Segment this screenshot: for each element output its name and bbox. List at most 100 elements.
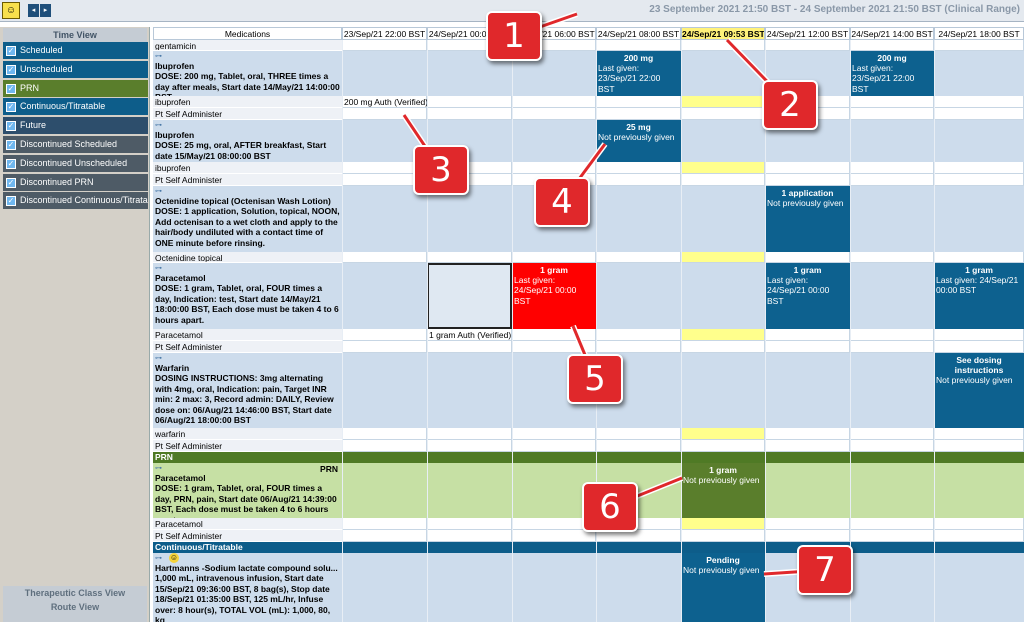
- grid-cell[interactable]: [850, 108, 934, 120]
- grid-cell[interactable]: [765, 530, 850, 542]
- med-sub-label[interactable]: ibuprofen: [153, 96, 342, 108]
- med-detail[interactable]: ⊶Octenidine topical (Octenisan Wash Loti…: [153, 186, 342, 252]
- checkbox-icon[interactable]: ✓: [6, 84, 16, 94]
- med-sub-label[interactable]: Paracetamol: [153, 518, 342, 530]
- grid-cell[interactable]: [512, 40, 596, 51]
- grid-cell[interactable]: [850, 174, 934, 186]
- sidebar-item-5[interactable]: ✓Future: [3, 117, 148, 134]
- sidebar-item-4[interactable]: ✓Continuous/Titratable: [3, 98, 148, 115]
- grid-cell[interactable]: [342, 530, 427, 542]
- column-header[interactable]: 24/Sep/21 18:00 BST: [934, 27, 1024, 40]
- grid-cell[interactable]: [765, 440, 850, 452]
- grid-cell[interactable]: [512, 440, 596, 452]
- sidebar-item-7[interactable]: ✓Discontinued Unscheduled: [3, 155, 148, 172]
- grid-cell[interactable]: [342, 96, 427, 108]
- grid-cell[interactable]: [342, 252, 427, 263]
- grid-cell[interactable]: [596, 96, 681, 108]
- grid-cell[interactable]: [681, 162, 765, 174]
- grid-cell[interactable]: [342, 341, 427, 353]
- grid-cell[interactable]: [934, 329, 1024, 341]
- grid-cell[interactable]: [512, 252, 596, 263]
- grid-cell[interactable]: [427, 252, 512, 263]
- grid-cell[interactable]: [765, 329, 850, 341]
- grid-cell[interactable]: [850, 40, 934, 51]
- grid-cell[interactable]: [765, 518, 850, 530]
- med-detail[interactable]: ⊶Hartmanns -Sodium lactate compound solu…: [153, 553, 342, 622]
- grid-cell[interactable]: [596, 162, 681, 174]
- sidebar-item-1[interactable]: ✓Scheduled: [3, 42, 148, 59]
- checkbox-icon[interactable]: ✓: [6, 140, 16, 150]
- grid-cell[interactable]: [681, 440, 765, 452]
- column-header[interactable]: 24/Sep/21 09:53 BST: [681, 27, 765, 40]
- self-admin-label[interactable]: Pt Self Administer: [153, 174, 342, 186]
- grid-cell[interactable]: [596, 530, 681, 542]
- med-sub-label[interactable]: warfarin: [153, 428, 342, 440]
- grid-cell[interactable]: [681, 518, 765, 530]
- sidebar-item-3[interactable]: ✓PRN: [3, 80, 148, 97]
- grid-cell[interactable]: [427, 428, 512, 440]
- next-range-button[interactable]: ▸: [40, 4, 51, 17]
- grid-cell[interactable]: [850, 252, 934, 263]
- grid-cell[interactable]: [765, 174, 850, 186]
- checkbox-icon[interactable]: ✓: [6, 102, 16, 112]
- grid-cell[interactable]: [934, 162, 1024, 174]
- grid-cell[interactable]: [850, 341, 934, 353]
- grid-cell[interactable]: [681, 341, 765, 353]
- sidebar-item-9[interactable]: ✓Discontinued Continuous/Titrata: [3, 192, 148, 209]
- grid-cell[interactable]: [850, 428, 934, 440]
- grid-cell[interactable]: [765, 162, 850, 174]
- grid-cell[interactable]: [681, 96, 765, 108]
- grid-cell[interactable]: [934, 174, 1024, 186]
- grid-cell[interactable]: [765, 40, 850, 51]
- grid-cell[interactable]: [934, 518, 1024, 530]
- grid-cell[interactable]: [681, 329, 765, 341]
- grid-cell[interactable]: [427, 329, 512, 341]
- grid-cell[interactable]: [934, 530, 1024, 542]
- column-header[interactable]: 23/Sep/21 22:00 BST: [342, 27, 427, 40]
- grid-cell[interactable]: [342, 40, 427, 51]
- grid-cell[interactable]: [934, 40, 1024, 51]
- grid-cell[interactable]: [681, 428, 765, 440]
- grid-cell[interactable]: [596, 440, 681, 452]
- grid-cell[interactable]: [427, 96, 512, 108]
- grid-cell[interactable]: [596, 252, 681, 263]
- grid-cell[interactable]: [681, 252, 765, 263]
- self-admin-label[interactable]: Pt Self Administer: [153, 440, 342, 452]
- grid-cell[interactable]: [596, 108, 681, 120]
- selected-cell[interactable]: [427, 263, 512, 329]
- checkbox-icon[interactable]: ✓: [6, 159, 16, 169]
- column-header[interactable]: 24/Sep/21 14:00 BST: [850, 27, 934, 40]
- grid-cell[interactable]: [596, 341, 681, 353]
- grid-cell[interactable]: [765, 252, 850, 263]
- prev-range-button[interactable]: ◂: [28, 4, 39, 17]
- checkbox-icon[interactable]: ✓: [6, 65, 16, 75]
- self-admin-label[interactable]: Pt Self Administer: [153, 108, 342, 120]
- grid-cell[interactable]: [934, 440, 1024, 452]
- continuous-section-header[interactable]: Continuous/Titratable: [153, 542, 1024, 553]
- grid-cell[interactable]: [596, 40, 681, 51]
- grid-cell[interactable]: [342, 428, 427, 440]
- grid-cell[interactable]: [596, 428, 681, 440]
- route-view-button[interactable]: Route View: [50, 602, 100, 612]
- grid-cell[interactable]: [934, 108, 1024, 120]
- checkbox-icon[interactable]: ✓: [6, 46, 16, 56]
- med-sub-label[interactable]: ibuprofen: [153, 162, 342, 174]
- grid-cell[interactable]: [512, 96, 596, 108]
- grid-cell[interactable]: [512, 428, 596, 440]
- sidebar-item-2[interactable]: ✓Unscheduled: [3, 61, 148, 78]
- grid-cell[interactable]: [342, 440, 427, 452]
- grid-cell[interactable]: [512, 530, 596, 542]
- grid-cell[interactable]: [934, 252, 1024, 263]
- grid-cell[interactable]: [427, 108, 512, 120]
